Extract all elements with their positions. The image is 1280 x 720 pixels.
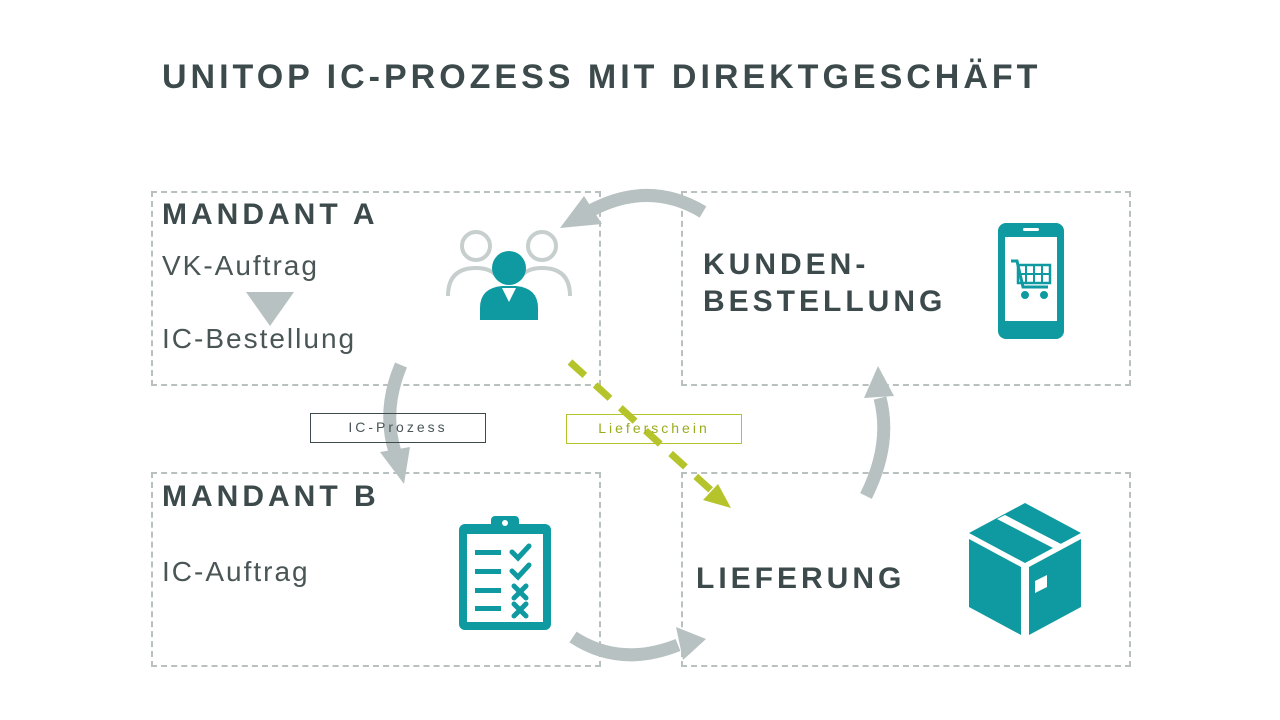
mandant-a-step-ic-bestellung: IC-Bestellung xyxy=(162,323,357,354)
page-title: UNITOP IC-PROZESS MIT DIREKTGESCHÄFT xyxy=(162,58,1042,96)
kunden-heading-line2: BESTELLUNG xyxy=(703,285,947,318)
kunden-heading-line1: KUNDEN- xyxy=(703,248,870,281)
mandant-a-step-vk-auftrag: VK-Auftrag xyxy=(162,250,319,281)
box-lieferung xyxy=(681,472,1131,667)
triangle-down-icon xyxy=(246,292,294,326)
arrow-lieferung-to-kunden xyxy=(860,396,891,499)
clipboard-checklist-icon xyxy=(459,516,551,630)
mandant-b-heading: MANDANT B xyxy=(162,480,380,513)
box-mandant-a xyxy=(151,191,601,386)
mandant-a-heading: MANDANT A xyxy=(162,198,379,231)
lieferung-heading: LIEFERUNG xyxy=(696,562,906,595)
package-box-icon xyxy=(969,503,1081,635)
smartphone-cart-icon xyxy=(998,223,1064,339)
label-lieferschein: Lieferschein xyxy=(566,414,742,444)
box-kundenbestellung xyxy=(681,191,1131,386)
mandant-b-step-ic-auftrag: IC-Auftrag xyxy=(162,556,310,587)
arrow-mandant-a-to-b xyxy=(383,362,408,454)
box-mandant-b xyxy=(151,472,601,667)
arrow-head-bottom xyxy=(676,627,706,660)
arrow-mandant-b-to-lieferung xyxy=(569,631,681,662)
arrow-head-lieferschein xyxy=(703,484,731,508)
label-ic-prozess: IC-Prozess xyxy=(310,413,486,443)
users-icon xyxy=(446,230,572,320)
arrow-head-top xyxy=(560,196,602,228)
arrow-kunden-to-mandant-a xyxy=(589,189,707,218)
arrow-head-left xyxy=(380,447,410,484)
arrow-head-right xyxy=(864,366,894,398)
